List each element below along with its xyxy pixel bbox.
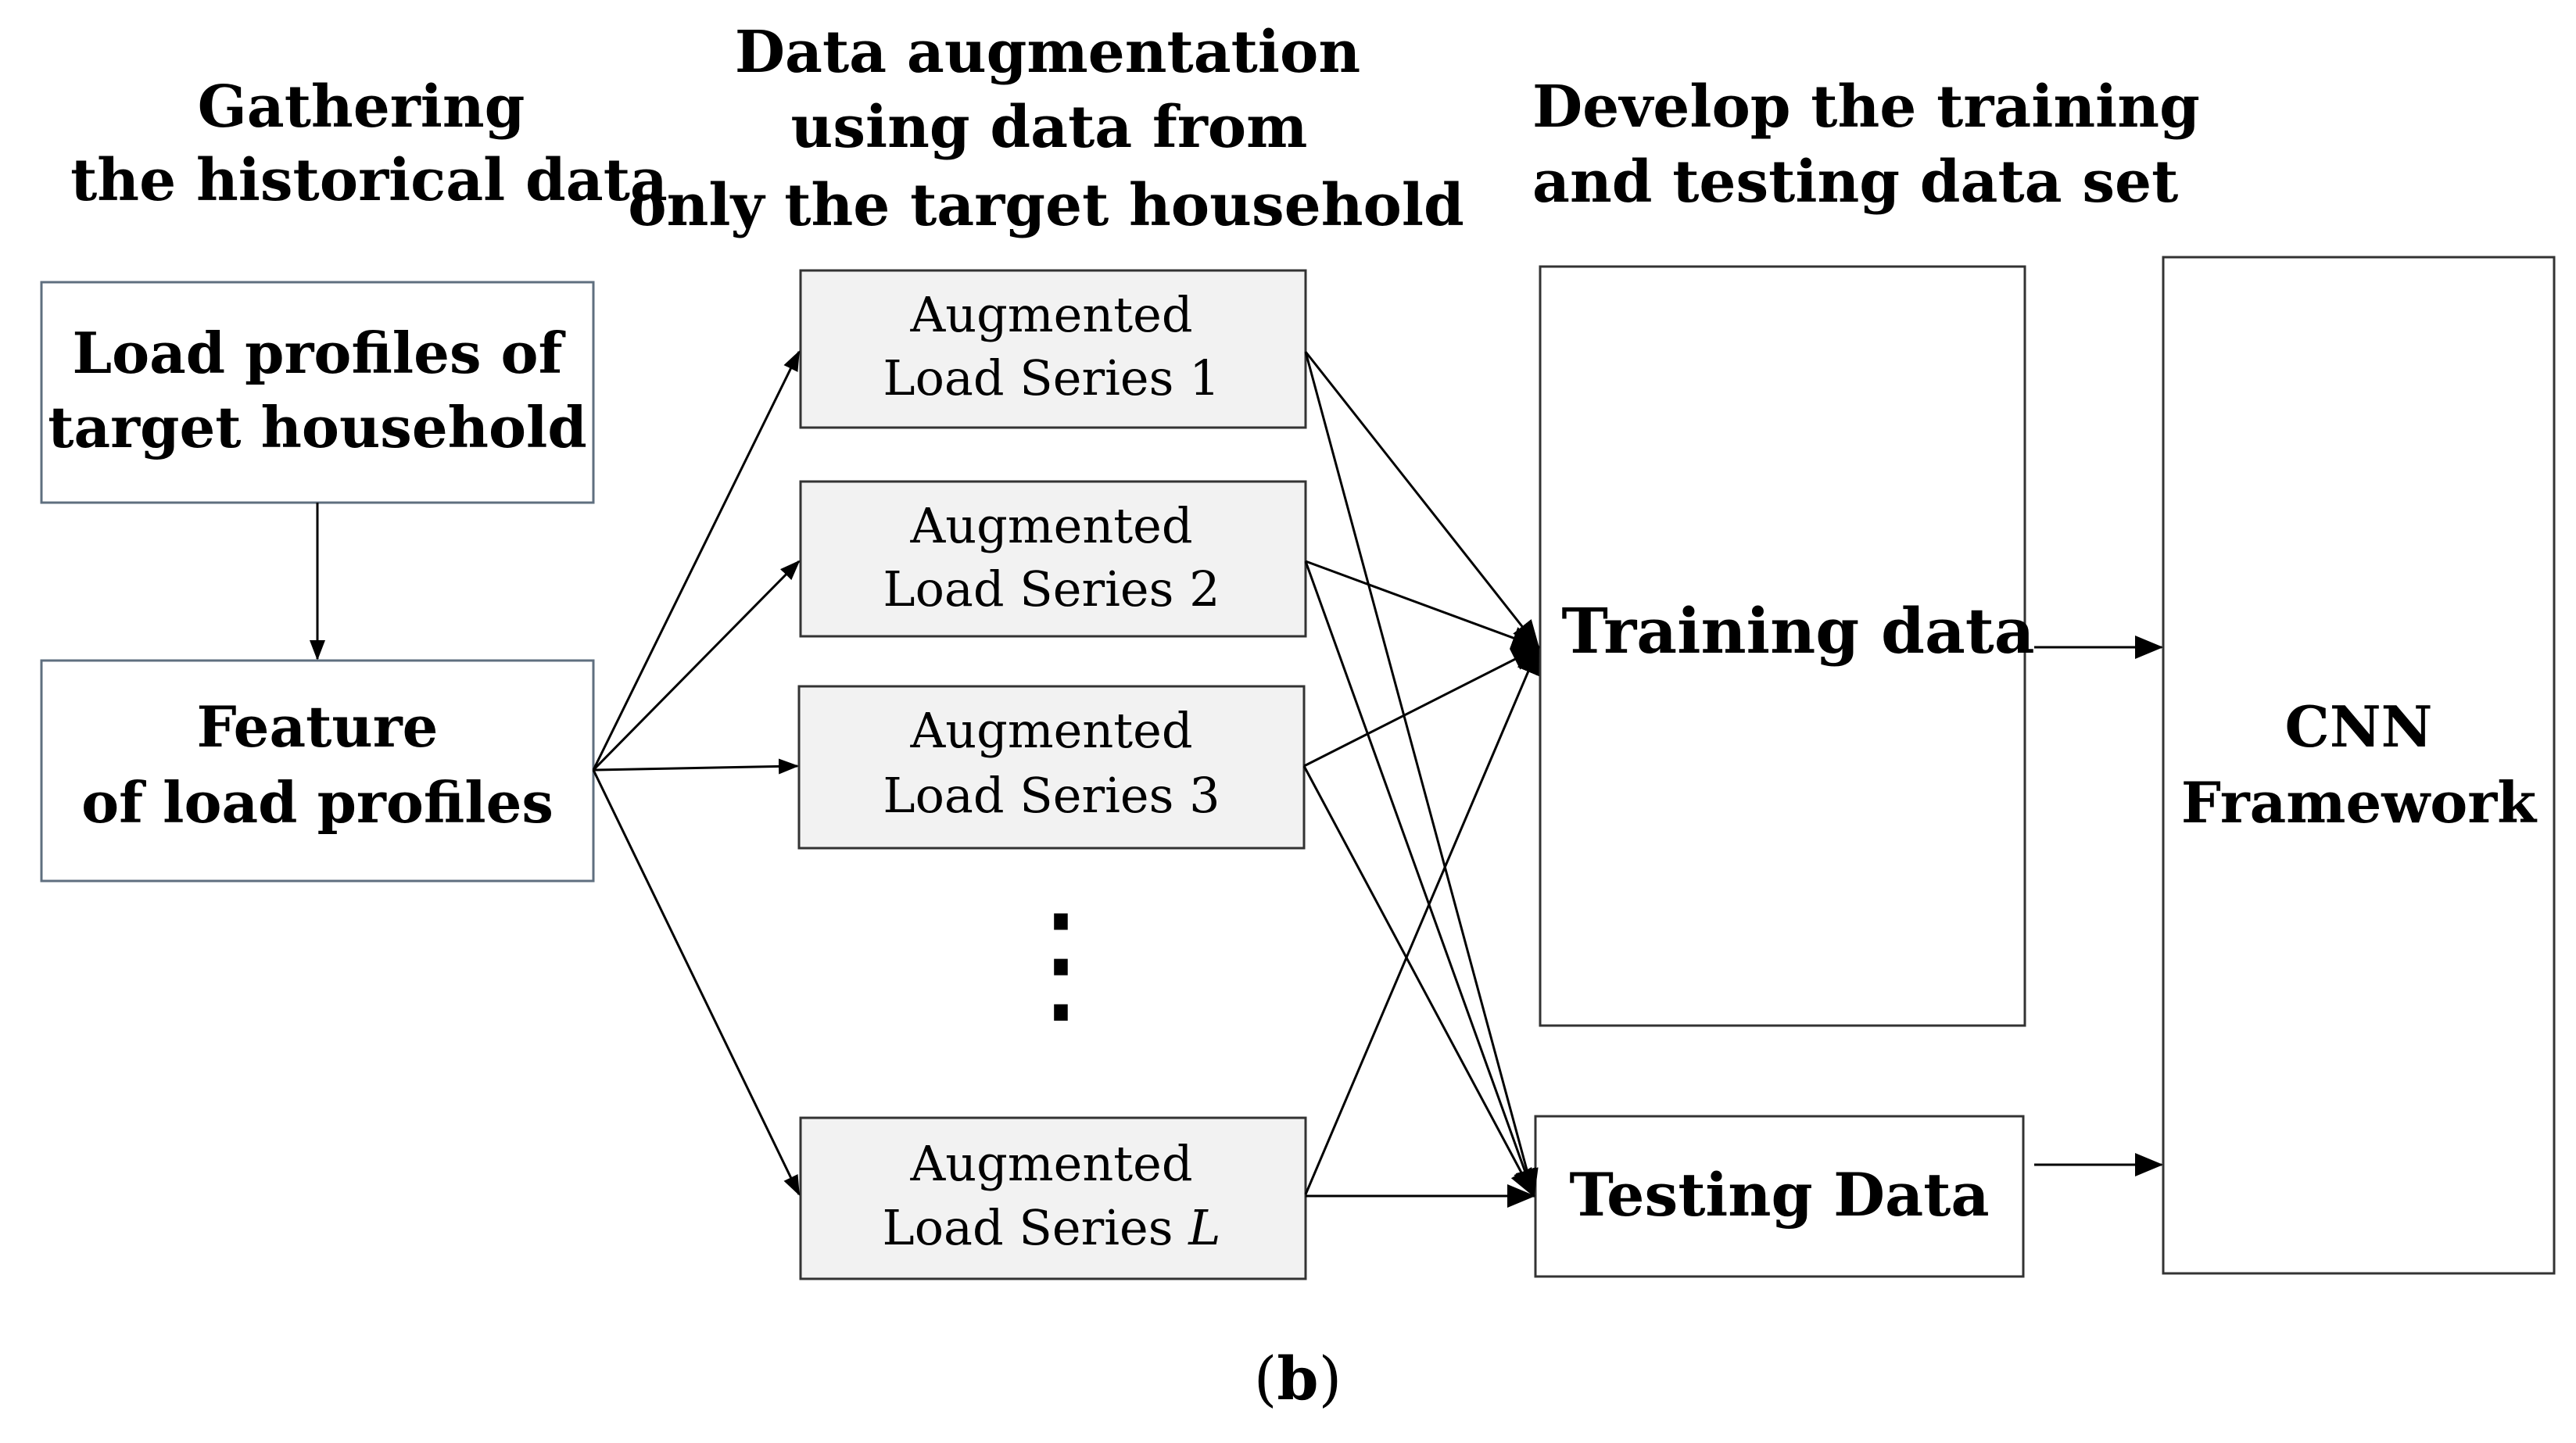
heading-develop-line-1: Develop the training — [1532, 73, 2200, 141]
augmented-box-2: Augmented Load Series 2 — [799, 480, 1307, 638]
load-profiles-line-1: Load profiles of — [72, 320, 565, 386]
testing-data-box: Testing Data — [1534, 1115, 2025, 1278]
edges-aug-to-sets — [1302, 351, 1540, 1208]
feature-box: Feature of load profiles — [40, 659, 595, 883]
arrow-aug1-to-testing — [1304, 351, 1539, 1198]
figure-caption: (b) — [1254, 1344, 1342, 1413]
load-profiles-box: Load profiles of target household — [40, 281, 595, 504]
arrow-feature-to-aug-2 — [592, 560, 801, 772]
heading-augmentation-line-3: only the target household — [628, 172, 1464, 239]
arrow-aug2-to-training — [1305, 560, 1540, 650]
arrow-aug3-to-testing — [1302, 765, 1535, 1198]
arrow-feature-to-aug-3 — [593, 758, 799, 775]
heading-gathering-line-1: Gathering — [198, 73, 525, 141]
testing-data-label: Testing Data — [1569, 1160, 1989, 1230]
arrow-feature-to-aug-l — [592, 769, 801, 1196]
arrow-aug3-to-training — [1303, 646, 1540, 768]
cnn-framework-box: CNN Framework — [2162, 256, 2556, 1275]
heading-develop-line-2: and testing data set — [1532, 149, 2178, 216]
heading-augmentation-line-2: using data from — [791, 94, 1308, 161]
arrow-aug1-to-training — [1304, 351, 1540, 649]
augmented-box-1: Augmented Load Series 1 — [799, 269, 1307, 429]
cnn-line-1: CNN — [2285, 693, 2433, 760]
augmented-box-3: Augmented Load Series 3 — [797, 685, 1306, 850]
augmented-box-l-line-1: Augmented — [909, 1135, 1192, 1192]
augmented-box-3-line-2: Load Series 3 — [883, 767, 1220, 824]
heading-gathering-line-2: the historical data — [70, 147, 668, 214]
load-profiles-line-2: target household — [48, 394, 586, 460]
arrow-aug2-to-testing — [1304, 560, 1536, 1198]
augmented-box-2-line-1: Augmented — [909, 497, 1192, 554]
augmented-box-2-line-2: Load Series 2 — [883, 560, 1220, 618]
arrow-augl-to-training — [1304, 646, 1540, 1195]
augmented-box-1-line-1: Augmented — [909, 286, 1192, 343]
vertical-ellipsis: ⋮ — [994, 886, 1127, 1040]
heading-augmentation: Data augmentation using data from only t… — [628, 19, 1464, 239]
augmented-box-1-line-2: Load Series 1 — [883, 349, 1220, 406]
augmented-box-l-line-2: Load Series L — [883, 1199, 1221, 1256]
feature-line-2: of load profiles — [81, 769, 554, 836]
arrow-feature-to-aug-1 — [592, 350, 801, 771]
training-data-label: Training data — [1561, 594, 2034, 668]
augmented-box-l: Augmented Load Series L — [799, 1116, 1307, 1280]
augmented-box-3-line-1: Augmented — [909, 702, 1192, 759]
feature-line-1: Feature — [197, 693, 439, 760]
heading-gathering: Gathering the historical data — [70, 73, 668, 214]
heading-develop: Develop the training and testing data se… — [1532, 73, 2200, 216]
heading-augmentation-line-1: Data augmentation — [735, 19, 1360, 86]
cnn-line-2: Framework — [2181, 769, 2538, 836]
training-data-box: Training data — [1539, 265, 2035, 1027]
